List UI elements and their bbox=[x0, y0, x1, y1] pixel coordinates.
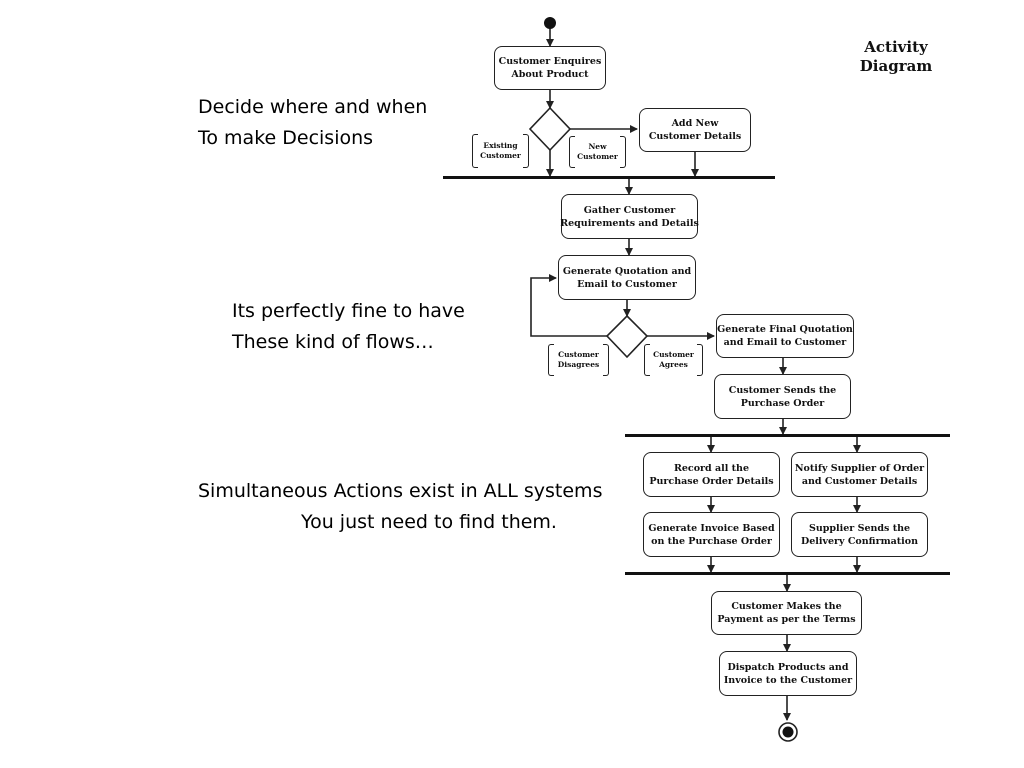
activity-gather: Gather Customer Requirements and Details bbox=[560, 194, 699, 239]
decision-customer-agreement bbox=[605, 314, 649, 359]
activity-quotation: Generate Quotation and Email to Customer bbox=[558, 255, 696, 300]
diagram-title: Activity Diagram bbox=[859, 38, 933, 75]
activity-dispatch: Dispatch Products and Invoice to the Cus… bbox=[719, 651, 857, 696]
activity-notify: Notify Supplier of Order and Customer De… bbox=[791, 452, 928, 497]
note-decisions: Decide where and when To make Decisions bbox=[198, 96, 428, 149]
note-simultaneous-line2: You just need to find them. bbox=[301, 511, 557, 533]
guard-customer-agrees: Customer Agrees bbox=[644, 344, 703, 376]
decision-customer-type bbox=[528, 106, 572, 152]
final-node-inner bbox=[782, 726, 794, 738]
note-simultaneous-line1: Simultaneous Actions exist in ALL system… bbox=[198, 480, 603, 502]
activity-record: Record all the Purchase Order Details bbox=[643, 452, 780, 497]
activity-final-quotation: Generate Final Quotation and Email to Cu… bbox=[716, 314, 854, 358]
guard-existing-customer: Existing Customer bbox=[472, 134, 529, 168]
activity-purchase-order: Customer Sends the Purchase Order bbox=[714, 374, 851, 419]
activity-enquire: Customer Enquires About Product bbox=[494, 46, 606, 90]
activity-payment: Customer Makes the Payment as per the Te… bbox=[711, 591, 862, 635]
join-bar-1 bbox=[443, 176, 775, 179]
initial-node bbox=[544, 17, 556, 29]
activity-delivery: Supplier Sends the Delivery Confirmation bbox=[791, 512, 928, 557]
join-bar-3 bbox=[625, 572, 950, 575]
flow-loop-back bbox=[530, 274, 607, 337]
fork-bar-2 bbox=[625, 434, 950, 437]
note-flows: Its perfectly fine to have These kind of… bbox=[232, 300, 465, 353]
guard-customer-disagrees: Customer Disagrees bbox=[548, 344, 609, 376]
activity-add-new: Add New Customer Details bbox=[639, 108, 751, 152]
guard-new-customer: New Customer bbox=[569, 136, 626, 168]
activity-invoice: Generate Invoice Based on the Purchase O… bbox=[643, 512, 780, 557]
